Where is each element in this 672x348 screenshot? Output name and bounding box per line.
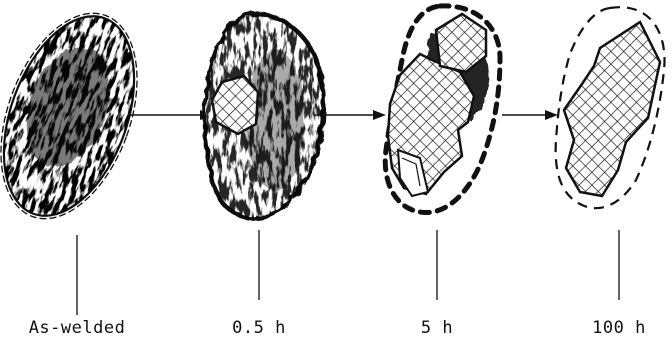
- stage-label-100h: 100 h: [549, 318, 672, 342]
- 100h-grain: [556, 7, 665, 208]
- stage-label-0-5h: 0.5 h: [189, 318, 329, 342]
- stage-label-as-welded: As-welded: [7, 318, 147, 342]
- arrow-5h-to-100h: [502, 110, 558, 120]
- 0-5h-grain: [200, 10, 330, 230]
- 5h-grain: [385, 6, 500, 213]
- 5h-upper-precipitate: [436, 14, 486, 72]
- arrow-0-5h-to-5h: [315, 110, 386, 120]
- as-welded-grain: [0, 0, 163, 237]
- 100h-precipitate: [564, 22, 660, 196]
- stage-label-5h: 5 h: [367, 318, 507, 342]
- arrow-as-welded-to-0-5h: [128, 110, 213, 120]
